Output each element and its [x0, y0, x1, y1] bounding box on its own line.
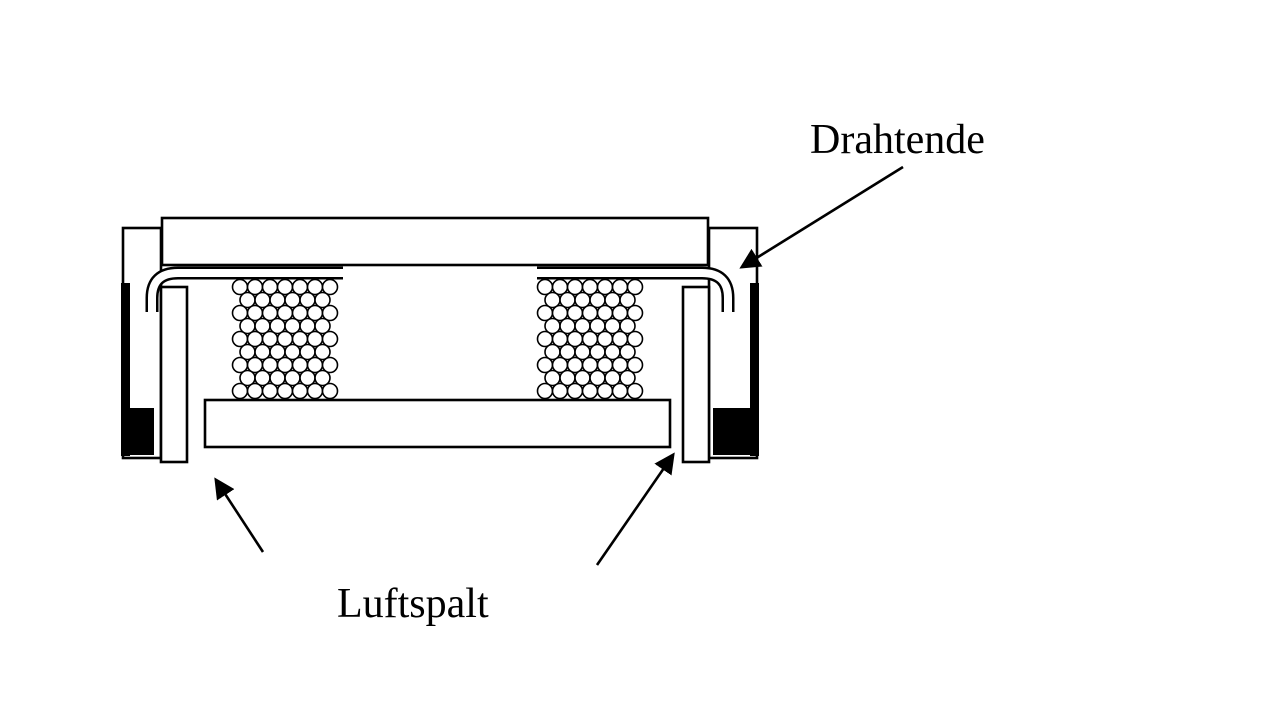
coil-turn	[231, 382, 249, 400]
right-magnet-block	[713, 408, 751, 455]
coil-turn	[321, 356, 339, 374]
left-coil-winding	[231, 278, 339, 400]
wire-end-label: Drahtende	[810, 117, 985, 163]
right-inner-leg	[681, 285, 711, 464]
coil-turn	[314, 291, 331, 309]
coil-turn	[321, 330, 339, 348]
coil-turn	[619, 317, 636, 335]
bottom-core-plate	[203, 398, 672, 449]
left-wire-end-core	[148, 269, 343, 312]
coil-turn	[626, 382, 644, 400]
coil-turn	[291, 382, 309, 400]
coil-turn	[596, 382, 614, 400]
coil-turn	[581, 382, 599, 400]
left-magnet-block	[124, 408, 154, 455]
air-gap-arrow-left	[214, 477, 265, 553]
coil-turn	[306, 382, 324, 400]
coil-turn	[314, 369, 331, 387]
coil-turn	[321, 382, 339, 400]
coil-turn	[551, 382, 569, 400]
left-wire-end	[145, 266, 343, 312]
coil-turn	[314, 317, 331, 335]
coil-turn	[619, 291, 636, 309]
coil-turn	[536, 382, 554, 400]
left-inner-leg	[159, 285, 189, 464]
coil-turn	[261, 382, 279, 400]
coil-turn	[626, 330, 644, 348]
top-yoke-plate	[160, 216, 710, 267]
coil-turn	[626, 304, 644, 322]
coil-turn	[626, 278, 644, 296]
coil-turn	[566, 382, 584, 400]
coil-turn	[246, 382, 264, 400]
coil-turn	[276, 382, 294, 400]
coil-turn	[626, 356, 644, 374]
coil-turn	[611, 382, 629, 400]
right-coil-winding	[536, 278, 644, 400]
coil-turn	[321, 304, 339, 322]
air-gap-arrow-right	[595, 452, 675, 566]
right-wire-end	[537, 266, 735, 312]
air-gap-label: Luftspalt	[337, 581, 489, 627]
wire-end-arrow	[739, 165, 904, 269]
coil-turn	[321, 278, 339, 296]
coil-turn	[619, 369, 636, 387]
right-wire-end-core	[537, 269, 732, 312]
coil-turn	[619, 343, 636, 361]
coil-turn	[314, 343, 331, 361]
